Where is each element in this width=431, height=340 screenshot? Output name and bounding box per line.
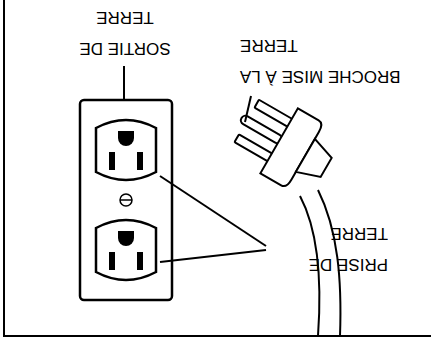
- leader-line: [160, 176, 266, 246]
- grounded-plug: [222, 86, 344, 336]
- plate-screw: [120, 194, 132, 206]
- lower-receptacle: [96, 220, 156, 280]
- part-label: PRISE DE TERRE: [270, 218, 388, 280]
- frame: [4, 0, 431, 336]
- leader-line: [123, 66, 125, 99]
- leader-line: [160, 250, 266, 262]
- leader-line: [245, 96, 251, 122]
- part-label: SORTIE DE TERRE: [60, 2, 190, 64]
- part-label: BROCHE MISE À LA TERRE: [240, 30, 408, 92]
- plug-neck: [296, 139, 336, 184]
- outlet-plate: [80, 100, 172, 300]
- upper-receptacle: [96, 120, 156, 180]
